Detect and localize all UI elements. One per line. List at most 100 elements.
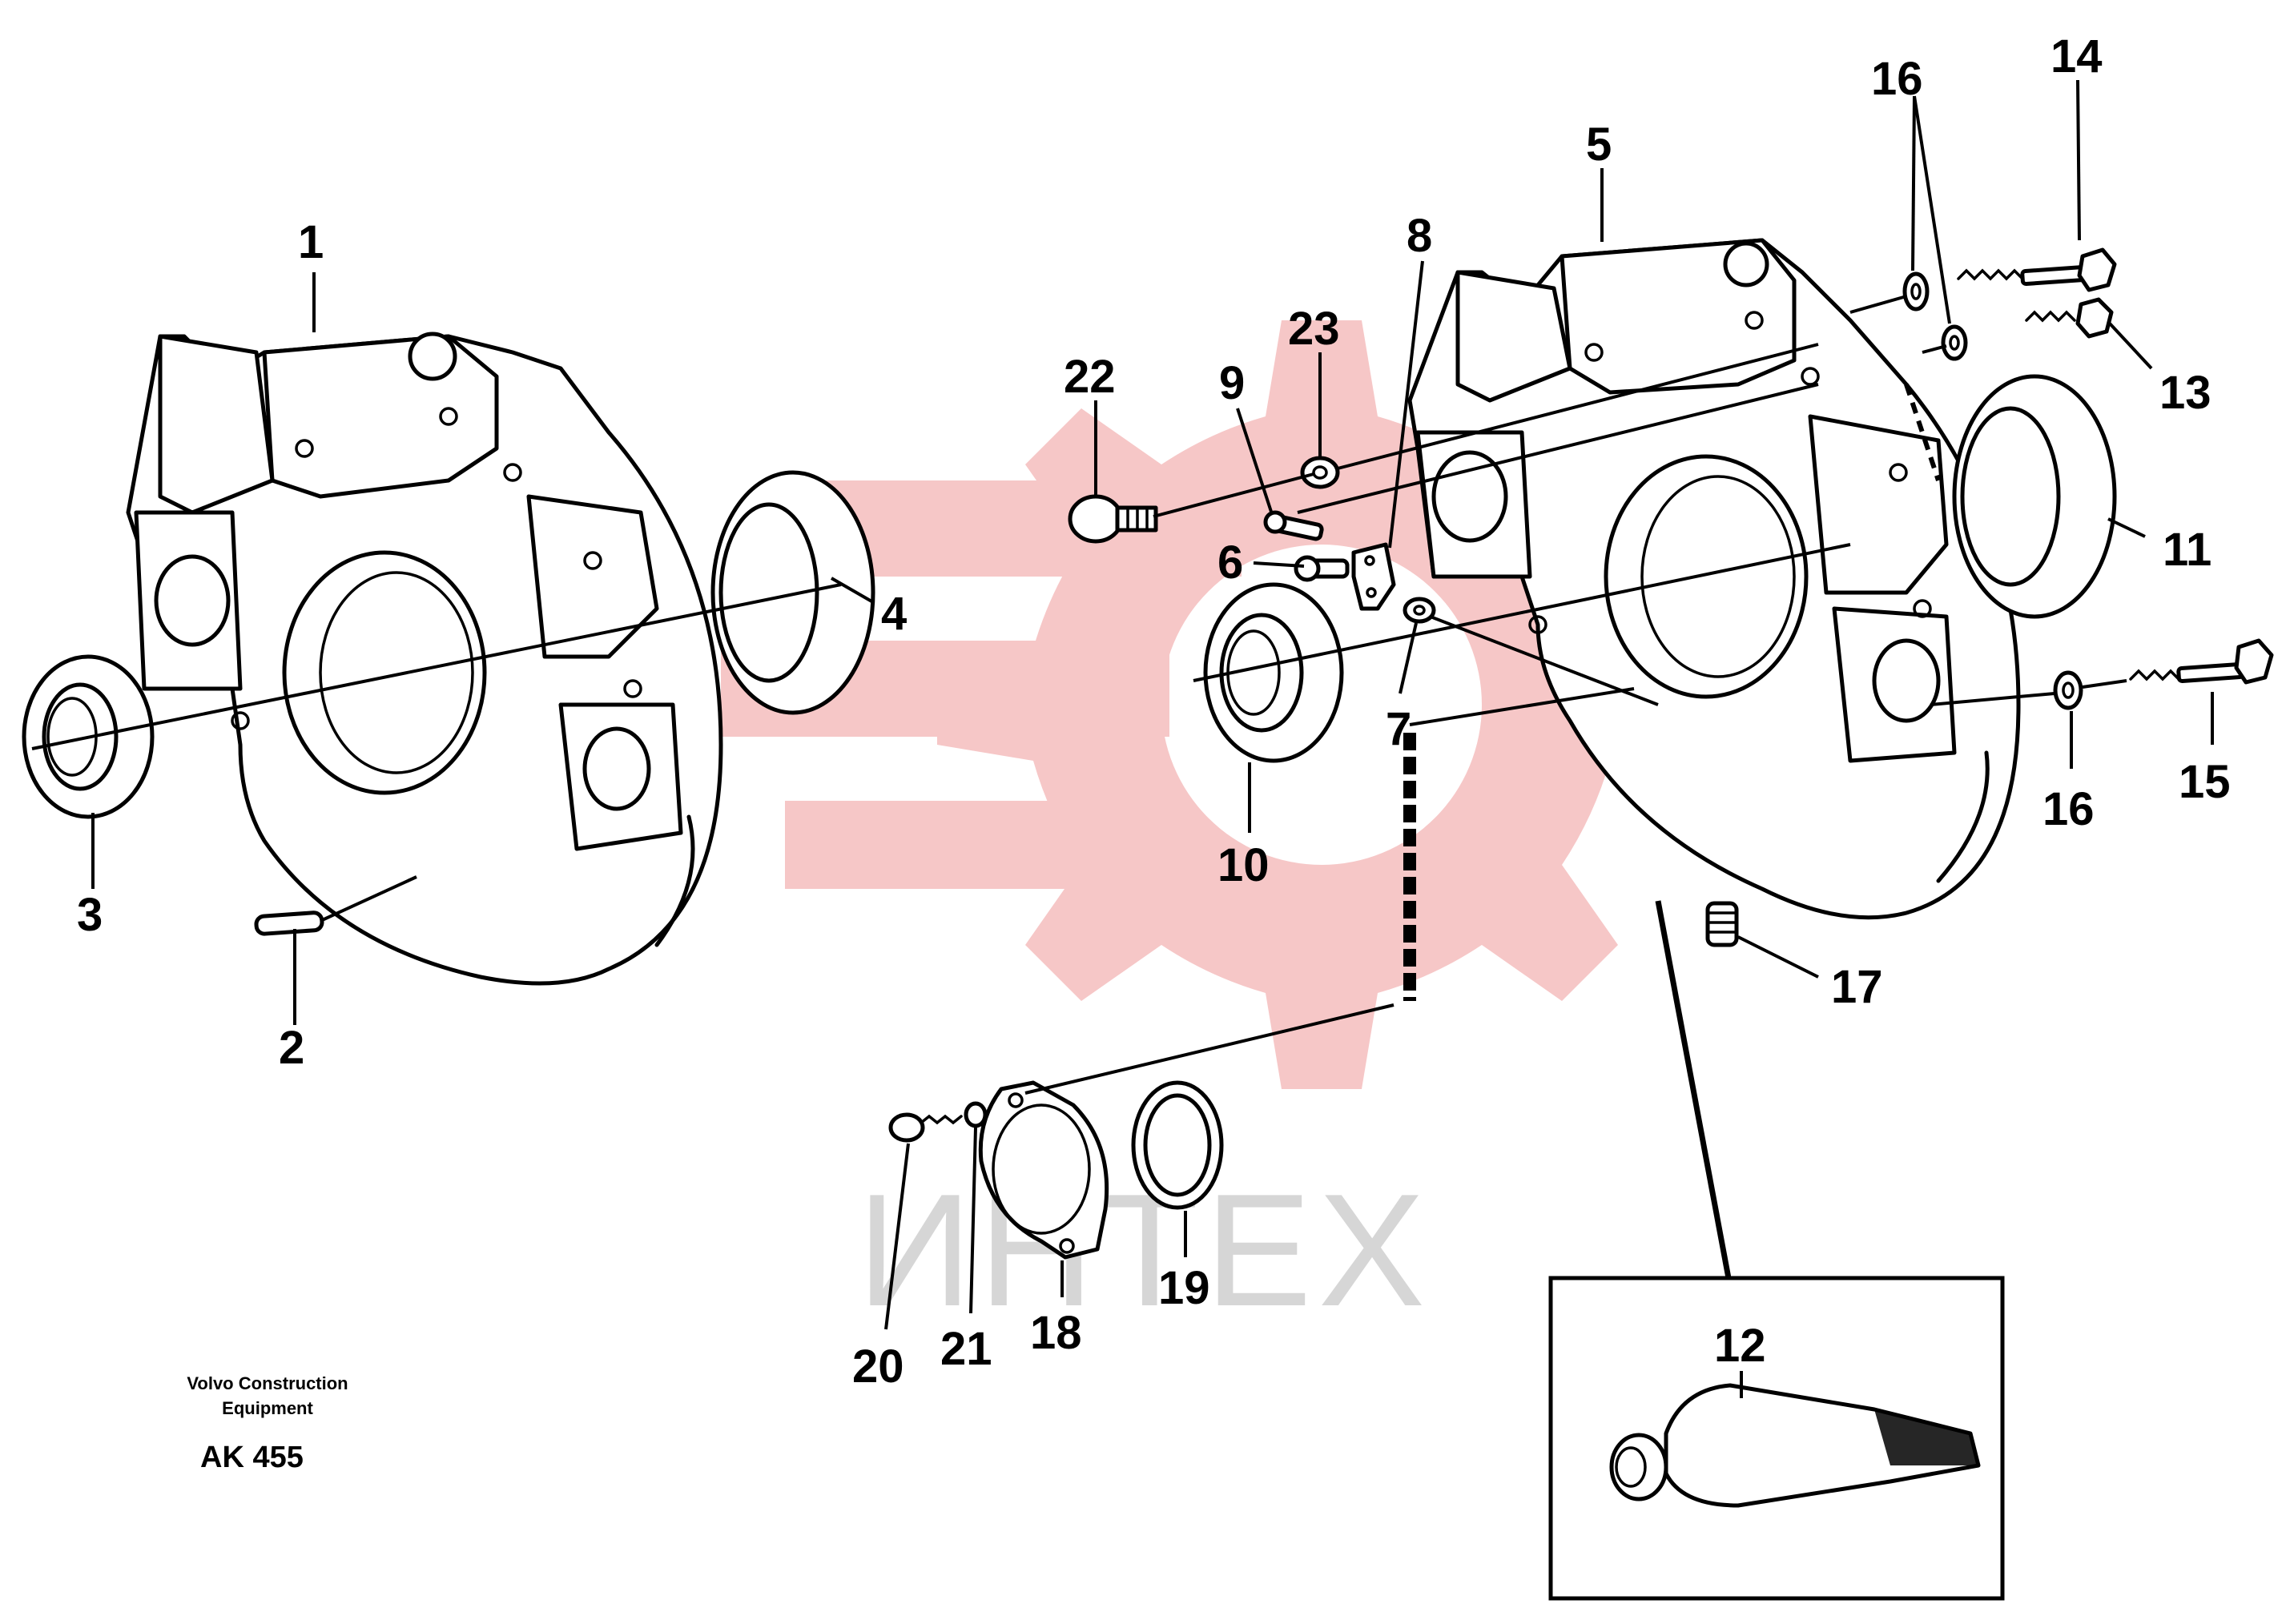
housing-right-bolt-3 — [1801, 367, 1820, 386]
flywheel-housing-left — [126, 332, 723, 986]
washer-16-upper — [1902, 271, 1930, 312]
callout-20: 20 — [852, 1341, 904, 1393]
washer-23-hole — [1312, 465, 1328, 480]
cover-axis-line — [1024, 1003, 1395, 1095]
leader-bolt-14-axis — [1849, 295, 1907, 314]
plug-17 — [1705, 901, 1739, 947]
leader-6 — [1253, 561, 1305, 568]
leader-7 — [1399, 622, 1418, 694]
cover-link-top — [1409, 687, 1635, 726]
pin-2-body — [254, 910, 324, 936]
washer-16-lower — [2053, 670, 2083, 710]
callout-15: 15 — [2179, 756, 2231, 808]
housing-right-right-flange — [1808, 414, 1949, 595]
gasket-19-outer — [1131, 1080, 1224, 1210]
callout-19: 19 — [1158, 1262, 1210, 1314]
seal-3-inner — [42, 682, 119, 791]
sealant-tube-crimp — [1874, 1409, 1978, 1465]
bolt-15-head — [2234, 638, 2274, 685]
callout-6: 6 — [1217, 537, 1243, 589]
callout-2: 2 — [279, 1022, 304, 1074]
gasket-19-inner — [1143, 1093, 1212, 1197]
washer-7 — [1403, 597, 1436, 624]
callout-numbers: 1 2 3 4 5 6 7 8 9 10 11 12 13 14 15 16 1… — [77, 30, 2231, 1393]
washer-16-middle-hole — [1949, 335, 1960, 351]
seal-10-inner — [1219, 613, 1304, 733]
leader-bolt-13-axis — [1922, 344, 1947, 354]
plug-17-thread — [1706, 911, 1738, 934]
screw-6-head — [1294, 555, 1321, 582]
axis-line-sensor-low — [1409, 607, 1659, 706]
leader-14 — [2076, 79, 2081, 241]
callout-5: 5 — [1586, 119, 1612, 171]
plug-22-thread-lines — [1126, 506, 1149, 532]
leader-11 — [2107, 517, 2146, 538]
seal-4-inner — [718, 502, 819, 683]
footer-drawing-code: AK 455 — [200, 1441, 304, 1474]
leader-16a-1 — [1911, 95, 1916, 271]
washer-16-lower-body — [2053, 670, 2083, 710]
housing-left-main-bore — [282, 550, 487, 795]
watermark-text: ИНТЕХ — [857, 1161, 1431, 1340]
housing-left-bolt-2 — [439, 407, 458, 426]
housing-right-dashed-edge — [1904, 384, 1941, 481]
dowel-pin-left — [254, 910, 324, 936]
housing-left-upper-bracket — [262, 334, 499, 499]
washer-7-body — [1403, 597, 1436, 624]
nut-13-body — [2075, 297, 2114, 339]
housing-right-side-bracket — [1455, 270, 1572, 403]
housing-left-port-1 — [154, 554, 231, 647]
shaft-seal-front-right — [1952, 374, 2117, 619]
plug-22-head — [1068, 494, 1124, 544]
shaft-seal-rear-centre — [1203, 582, 1344, 763]
axis-line-right — [1193, 543, 1851, 682]
bolt-14-thread — [1957, 268, 2024, 281]
housing-left-top-boss — [408, 332, 457, 381]
housing-right-bolt-6 — [1913, 599, 1932, 618]
gasket-19 — [1131, 1080, 1224, 1210]
washer-7-hole — [1413, 605, 1426, 616]
leader-21 — [969, 1127, 977, 1314]
callout-8: 8 — [1407, 210, 1432, 262]
axis-line-sensor — [1297, 383, 1819, 514]
callout-4: 4 — [881, 588, 907, 640]
axis-line-left — [31, 583, 842, 750]
sensor-bracket-8 — [1351, 542, 1396, 611]
bracket-8-hole-2 — [1366, 587, 1377, 598]
screw-20-head — [888, 1112, 925, 1143]
screw-20 — [888, 1112, 963, 1143]
washer-16-upper-hole — [1910, 283, 1922, 300]
housing-right-main-bore-inner — [1640, 475, 1796, 678]
housing-right-bolt-1 — [1584, 343, 1604, 362]
callout-12: 12 — [1714, 1320, 1766, 1372]
callout-11: 11 — [2163, 524, 2211, 576]
leader-plug-axis — [1153, 472, 1314, 518]
callout-22: 22 — [1064, 351, 1116, 403]
seal-11-inner — [1960, 406, 2061, 587]
housing-left-side-bracket — [158, 334, 275, 515]
housing-right-rim-hatch — [1936, 750, 1990, 883]
leader-bolt-15-axis — [1930, 692, 2055, 706]
washer-16-upper-body — [1902, 271, 1930, 312]
cover-18-hole-top — [1008, 1092, 1024, 1108]
nut-13-thread — [2025, 310, 2076, 323]
callout-10: 10 — [1217, 839, 1270, 891]
washer-16-middle-body — [1941, 324, 1968, 361]
callout-3: 3 — [77, 889, 103, 941]
housing-right-bolt-5 — [1528, 615, 1547, 634]
seal-4-outer — [710, 470, 875, 715]
seal-11-outer — [1952, 374, 2117, 619]
bolt-14 — [1957, 247, 2117, 292]
footer-company-line1: Volvo Construction — [187, 1373, 348, 1393]
housing-left-bolt-4 — [583, 551, 602, 570]
housing-left-right-flange — [526, 494, 659, 659]
cover-18-hole-bottom — [1059, 1238, 1075, 1254]
callout-leaders — [91, 79, 2214, 1398]
callout-16-lower: 16 — [2042, 783, 2095, 835]
screw-9 — [1263, 510, 1324, 541]
housing-right-bolt-4 — [1889, 463, 1908, 482]
washer-21 — [964, 1101, 988, 1128]
cover-18-dome — [992, 1103, 1091, 1235]
callout-14: 14 — [2051, 30, 2103, 82]
